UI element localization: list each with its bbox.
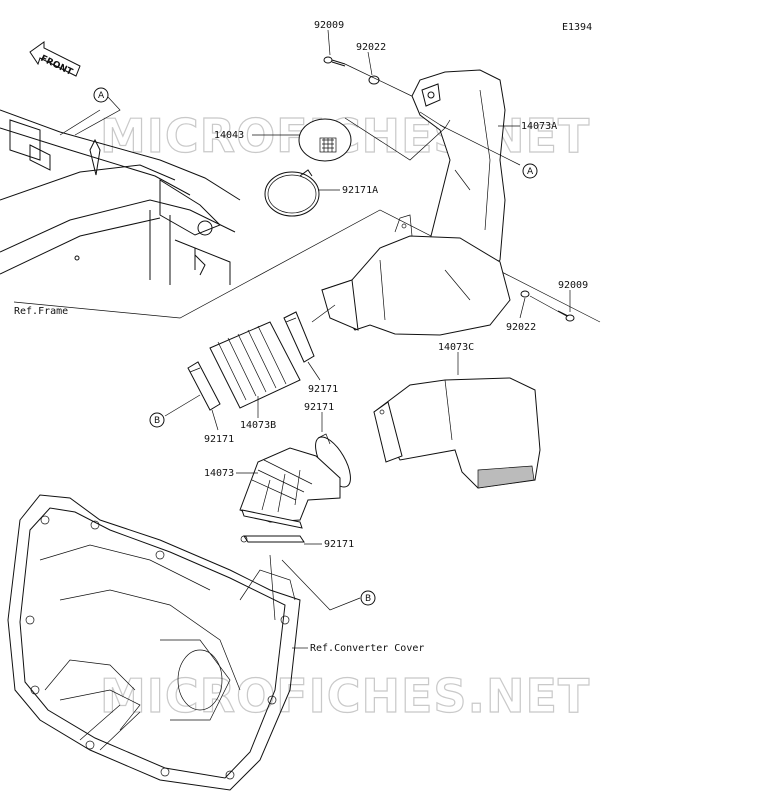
- label-92171-d: 92171: [324, 539, 354, 550]
- duct-14073A-lower: [321, 214, 511, 336]
- clamp-92171-a: [283, 311, 315, 363]
- leader-92171-b: [211, 409, 219, 431]
- leader-a-top: [74, 96, 121, 136]
- front-arrow-icon: FRONT: [29, 41, 81, 78]
- callout-b-left: [149, 412, 165, 428]
- elbow-14073: [239, 447, 341, 529]
- callout-a-right-label: A: [527, 167, 534, 177]
- bolt-92009-top: [323, 56, 346, 67]
- leader-92171-a: [307, 361, 321, 381]
- callout-a-right: [522, 163, 538, 179]
- callout-a-top-label: A: [98, 91, 105, 101]
- label-14043: 14043: [214, 130, 244, 141]
- callout-a-top: [93, 87, 109, 103]
- clamp-92171-d: [240, 535, 305, 543]
- clamp-92171-b: [187, 361, 221, 411]
- label-14073A: 14073A: [521, 121, 557, 132]
- bellows-14073B: [209, 321, 301, 409]
- callout-b-bottom-label: B: [365, 594, 371, 604]
- axis-clamp-92171-a: [311, 304, 336, 323]
- label-14073C: 14073C: [438, 342, 474, 353]
- duct-14073C: [373, 377, 541, 489]
- ref-converter-cover-label: Ref.Converter Cover: [310, 643, 424, 654]
- leader-92022-top: [367, 51, 373, 76]
- leader-14043-outline: [344, 117, 446, 161]
- label-14073B: 14073B: [240, 420, 276, 431]
- callout-b-bottom: [360, 590, 376, 606]
- converter-cover: [7, 494, 301, 791]
- bolt-axis-right: [529, 295, 571, 319]
- label-92171-c: 92171: [304, 402, 334, 413]
- leader-b-left: [164, 394, 201, 417]
- leader-92022-right: [519, 297, 526, 319]
- label-92009-right: 92009: [558, 280, 588, 291]
- group-outline-upper: [13, 209, 601, 323]
- label-14073: 14073: [204, 468, 234, 479]
- leader-92009-top: [327, 29, 331, 56]
- screen-14043: [298, 118, 352, 162]
- bolt-axis-top: [344, 63, 421, 101]
- bolt-92009-right: [557, 310, 575, 322]
- label-92171-a: 92171: [308, 384, 338, 395]
- label-92171A: 92171A: [342, 185, 378, 196]
- leader-a-right: [439, 124, 521, 166]
- frame: [0, 109, 241, 285]
- clamp-92171A: [264, 169, 320, 217]
- ref-frame-label: Ref.Frame: [14, 306, 68, 317]
- washer-92022-right: [520, 290, 530, 298]
- callout-b-left-label: B: [154, 416, 160, 426]
- leader-b-bottom: [281, 559, 361, 611]
- duct-14073A: [411, 69, 506, 281]
- label-92022-right: 92022: [506, 322, 536, 333]
- label-92022-top: 92022: [356, 42, 386, 53]
- label-92171-b: 92171: [204, 434, 234, 445]
- label-92009-top: 92009: [314, 20, 344, 31]
- washer-92022-top: [368, 75, 380, 85]
- diagram-code: E1394: [562, 22, 592, 33]
- watermark-bottom: MICROFICHES.NET: [100, 669, 590, 723]
